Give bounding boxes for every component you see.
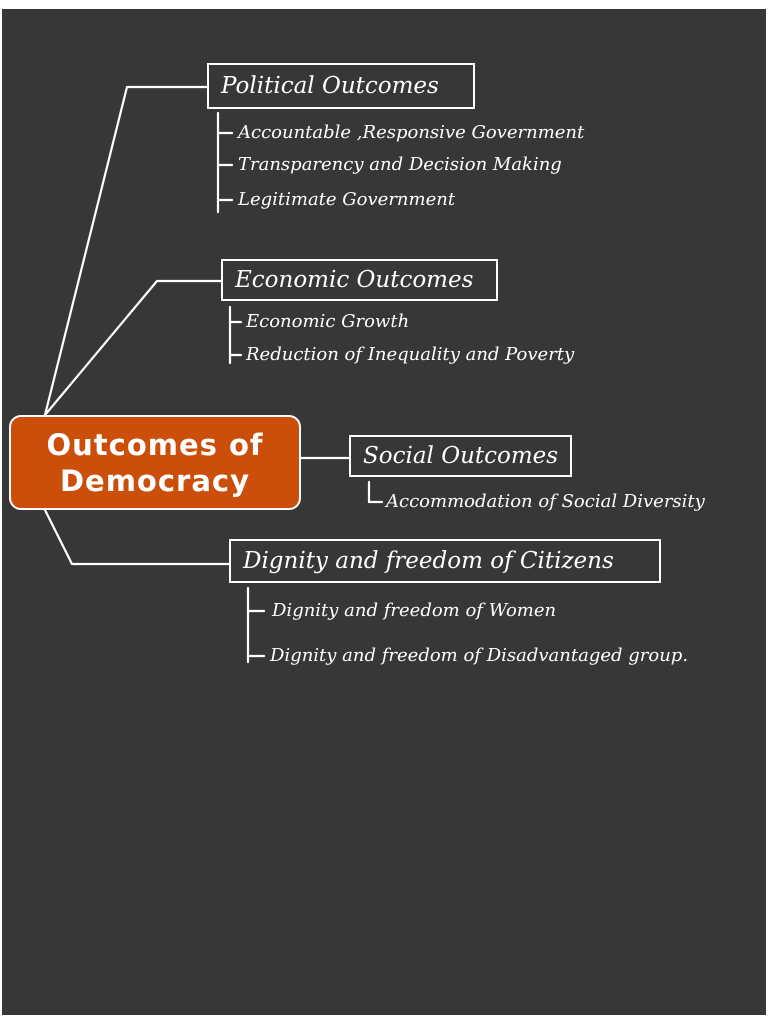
item-transparency-decision-making: Transparency and Decision Making xyxy=(238,154,562,175)
item-accommodation-social-diversity: Accommodation of Social Diversity xyxy=(386,491,705,512)
item-accountable-responsive-government: Accountable ,Responsive Government xyxy=(238,122,585,143)
topic-title: Political Outcomes xyxy=(221,73,439,99)
connector-political xyxy=(43,85,209,417)
topic-social-outcomes: Social Outcomes xyxy=(349,435,572,477)
central-title-line-2: Democracy xyxy=(59,463,251,498)
topic-political-outcomes: Political Outcomes xyxy=(207,63,475,109)
central-node-outcomes-of-democracy: Outcomes of Democracy xyxy=(9,415,301,510)
topic-title: Dignity and freedom of Citizens xyxy=(243,548,614,574)
item-dignity-freedom-women: Dignity and freedom of Women xyxy=(272,600,557,621)
topic-title: Social Outcomes xyxy=(363,443,559,469)
item-legitimate-government: Legitimate Government xyxy=(238,189,456,210)
item-dignity-freedom-disadvantaged: Dignity and freedom of Disadvantaged gro… xyxy=(270,645,689,666)
topic-title: Economic Outcomes xyxy=(235,267,474,293)
chalkboard-background xyxy=(2,9,766,1015)
connector-economic xyxy=(43,279,223,417)
item-economic-growth: Economic Growth xyxy=(246,311,410,332)
central-title-line-1: Outcomes of xyxy=(46,427,264,462)
connector-dignity xyxy=(43,508,231,566)
item-reduction-inequality-poverty: Reduction of Inequality and Poverty xyxy=(246,344,575,365)
topic-dignity-freedom-citizens: Dignity and freedom of Citizens xyxy=(229,539,661,583)
topic-economic-outcomes: Economic Outcomes xyxy=(221,259,498,301)
